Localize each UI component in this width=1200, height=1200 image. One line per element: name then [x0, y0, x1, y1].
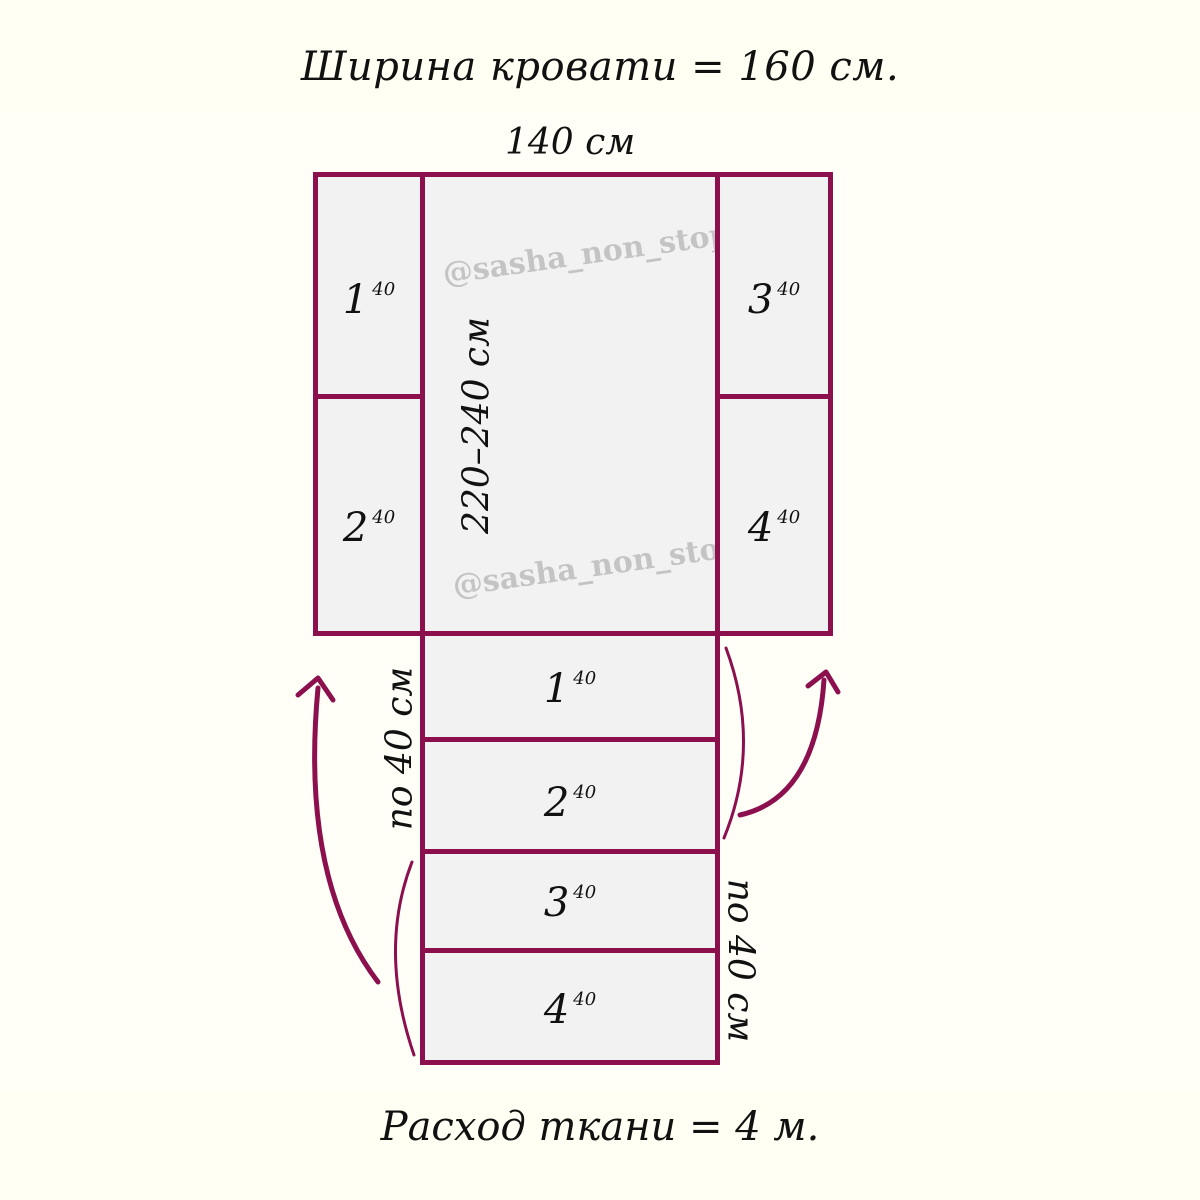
strip-panel-3-number: 3: [543, 880, 570, 926]
strip-panel-2-exp: 40: [573, 782, 597, 803]
strip-panel-3-exp: 40: [573, 882, 597, 903]
left-panel-2-number: 2: [342, 505, 369, 551]
right-panel-3-number: 3: [747, 277, 774, 323]
right-panel-4-number: 4: [747, 505, 774, 551]
fabric-consumption-footer: Расход ткани = 4 м.: [380, 1104, 820, 1150]
left-panel-1-number: 1: [342, 277, 369, 323]
strip-panel-4-number: 4: [543, 987, 570, 1033]
strip-panel-1-number: 1: [543, 666, 570, 712]
left-panel-1-exp: 40: [372, 279, 396, 300]
bed-width-title: Ширина кровати = 160 см.: [300, 44, 900, 90]
left-arrow: [312, 685, 381, 985]
strip-panel-2-number: 2: [543, 780, 570, 826]
top-width-label: 140 см: [505, 122, 636, 163]
left-arrowhead: [295, 675, 336, 703]
header-band: [0, 0, 1200, 112]
strip-panel-1-exp: 40: [573, 668, 597, 689]
footer-band: [0, 1090, 1200, 1200]
right-panel-4-exp: 40: [777, 507, 801, 528]
right-panel-3-exp: 40: [777, 279, 801, 300]
right-bracket: [722, 646, 745, 840]
left-bracket: [394, 860, 416, 1057]
right-arrowhead: [805, 669, 841, 695]
strip-panel-4-exp: 40: [573, 989, 597, 1010]
right-arrow: [737, 677, 827, 818]
left-panel-2-exp: 40: [372, 507, 396, 528]
